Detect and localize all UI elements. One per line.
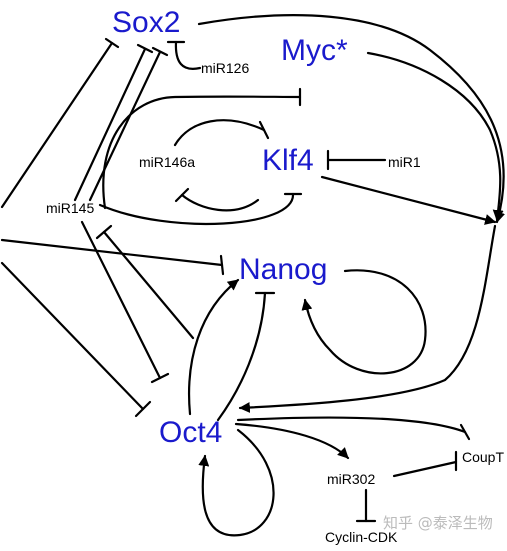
klf4-label: Klf4 bbox=[262, 144, 314, 177]
sox2-label: Sox2 bbox=[112, 6, 180, 39]
mir145-inhibits-myc bbox=[102, 87, 302, 210]
myc-activates-hub bbox=[366, 51, 504, 222]
mir302-inhibits-cyclin-cdk bbox=[355, 488, 377, 523]
mir1-inhibits-klf4 bbox=[326, 149, 387, 171]
oct4-activates-nanog bbox=[188, 278, 240, 416]
nanog-oct4-loop bbox=[301, 269, 427, 375]
coupt-inhibits-mir302 bbox=[392, 450, 458, 478]
mir302-label: miR302 bbox=[327, 471, 375, 487]
nanog-inhibits-oct4 bbox=[216, 291, 276, 422]
mir1-label: miR1 bbox=[388, 154, 421, 170]
myc-label: Myc* bbox=[281, 34, 348, 67]
mir145-inhibits-oct4 bbox=[80, 220, 170, 384]
oct4-inhibits-mir145 bbox=[95, 224, 195, 340]
watermark: 知乎 @泰泽生物 bbox=[383, 514, 493, 532]
coupt-label: CoupT bbox=[462, 449, 504, 465]
mir145-inhibits-klf4 bbox=[98, 192, 303, 226]
left-inhibition-to-sox2 bbox=[0, 37, 120, 209]
sox2-activates-hub bbox=[197, 14, 505, 224]
hub-activates-oct4 bbox=[238, 224, 497, 413]
left-inhibition-to-oct4 bbox=[0, 261, 152, 418]
oct4-self-loop bbox=[198, 428, 275, 537]
oct4-activates-mir302 bbox=[234, 422, 350, 460]
oct4-label: Oct4 bbox=[159, 416, 222, 449]
mir146a-label: miR146a bbox=[139, 154, 195, 170]
left-inhibits-nanog bbox=[0, 238, 225, 276]
mir145-label: miR145 bbox=[46, 200, 94, 216]
mir146a-inhibits-klf4-upper bbox=[173, 119, 270, 147]
nanog-label: Nanog bbox=[239, 253, 327, 286]
mir126-inhibits-sox2 bbox=[166, 40, 202, 70]
oct4-inhibits-coupt bbox=[236, 416, 471, 441]
cyclin-cdk-label: Cyclin-CDK bbox=[325, 529, 398, 545]
mir145-inhibits-sox2 bbox=[73, 43, 169, 202]
klf4-inhibits-mir146a-lower bbox=[174, 187, 260, 212]
mir126-label: miR126 bbox=[201, 60, 249, 76]
klf4-activates-hub bbox=[320, 175, 497, 225]
